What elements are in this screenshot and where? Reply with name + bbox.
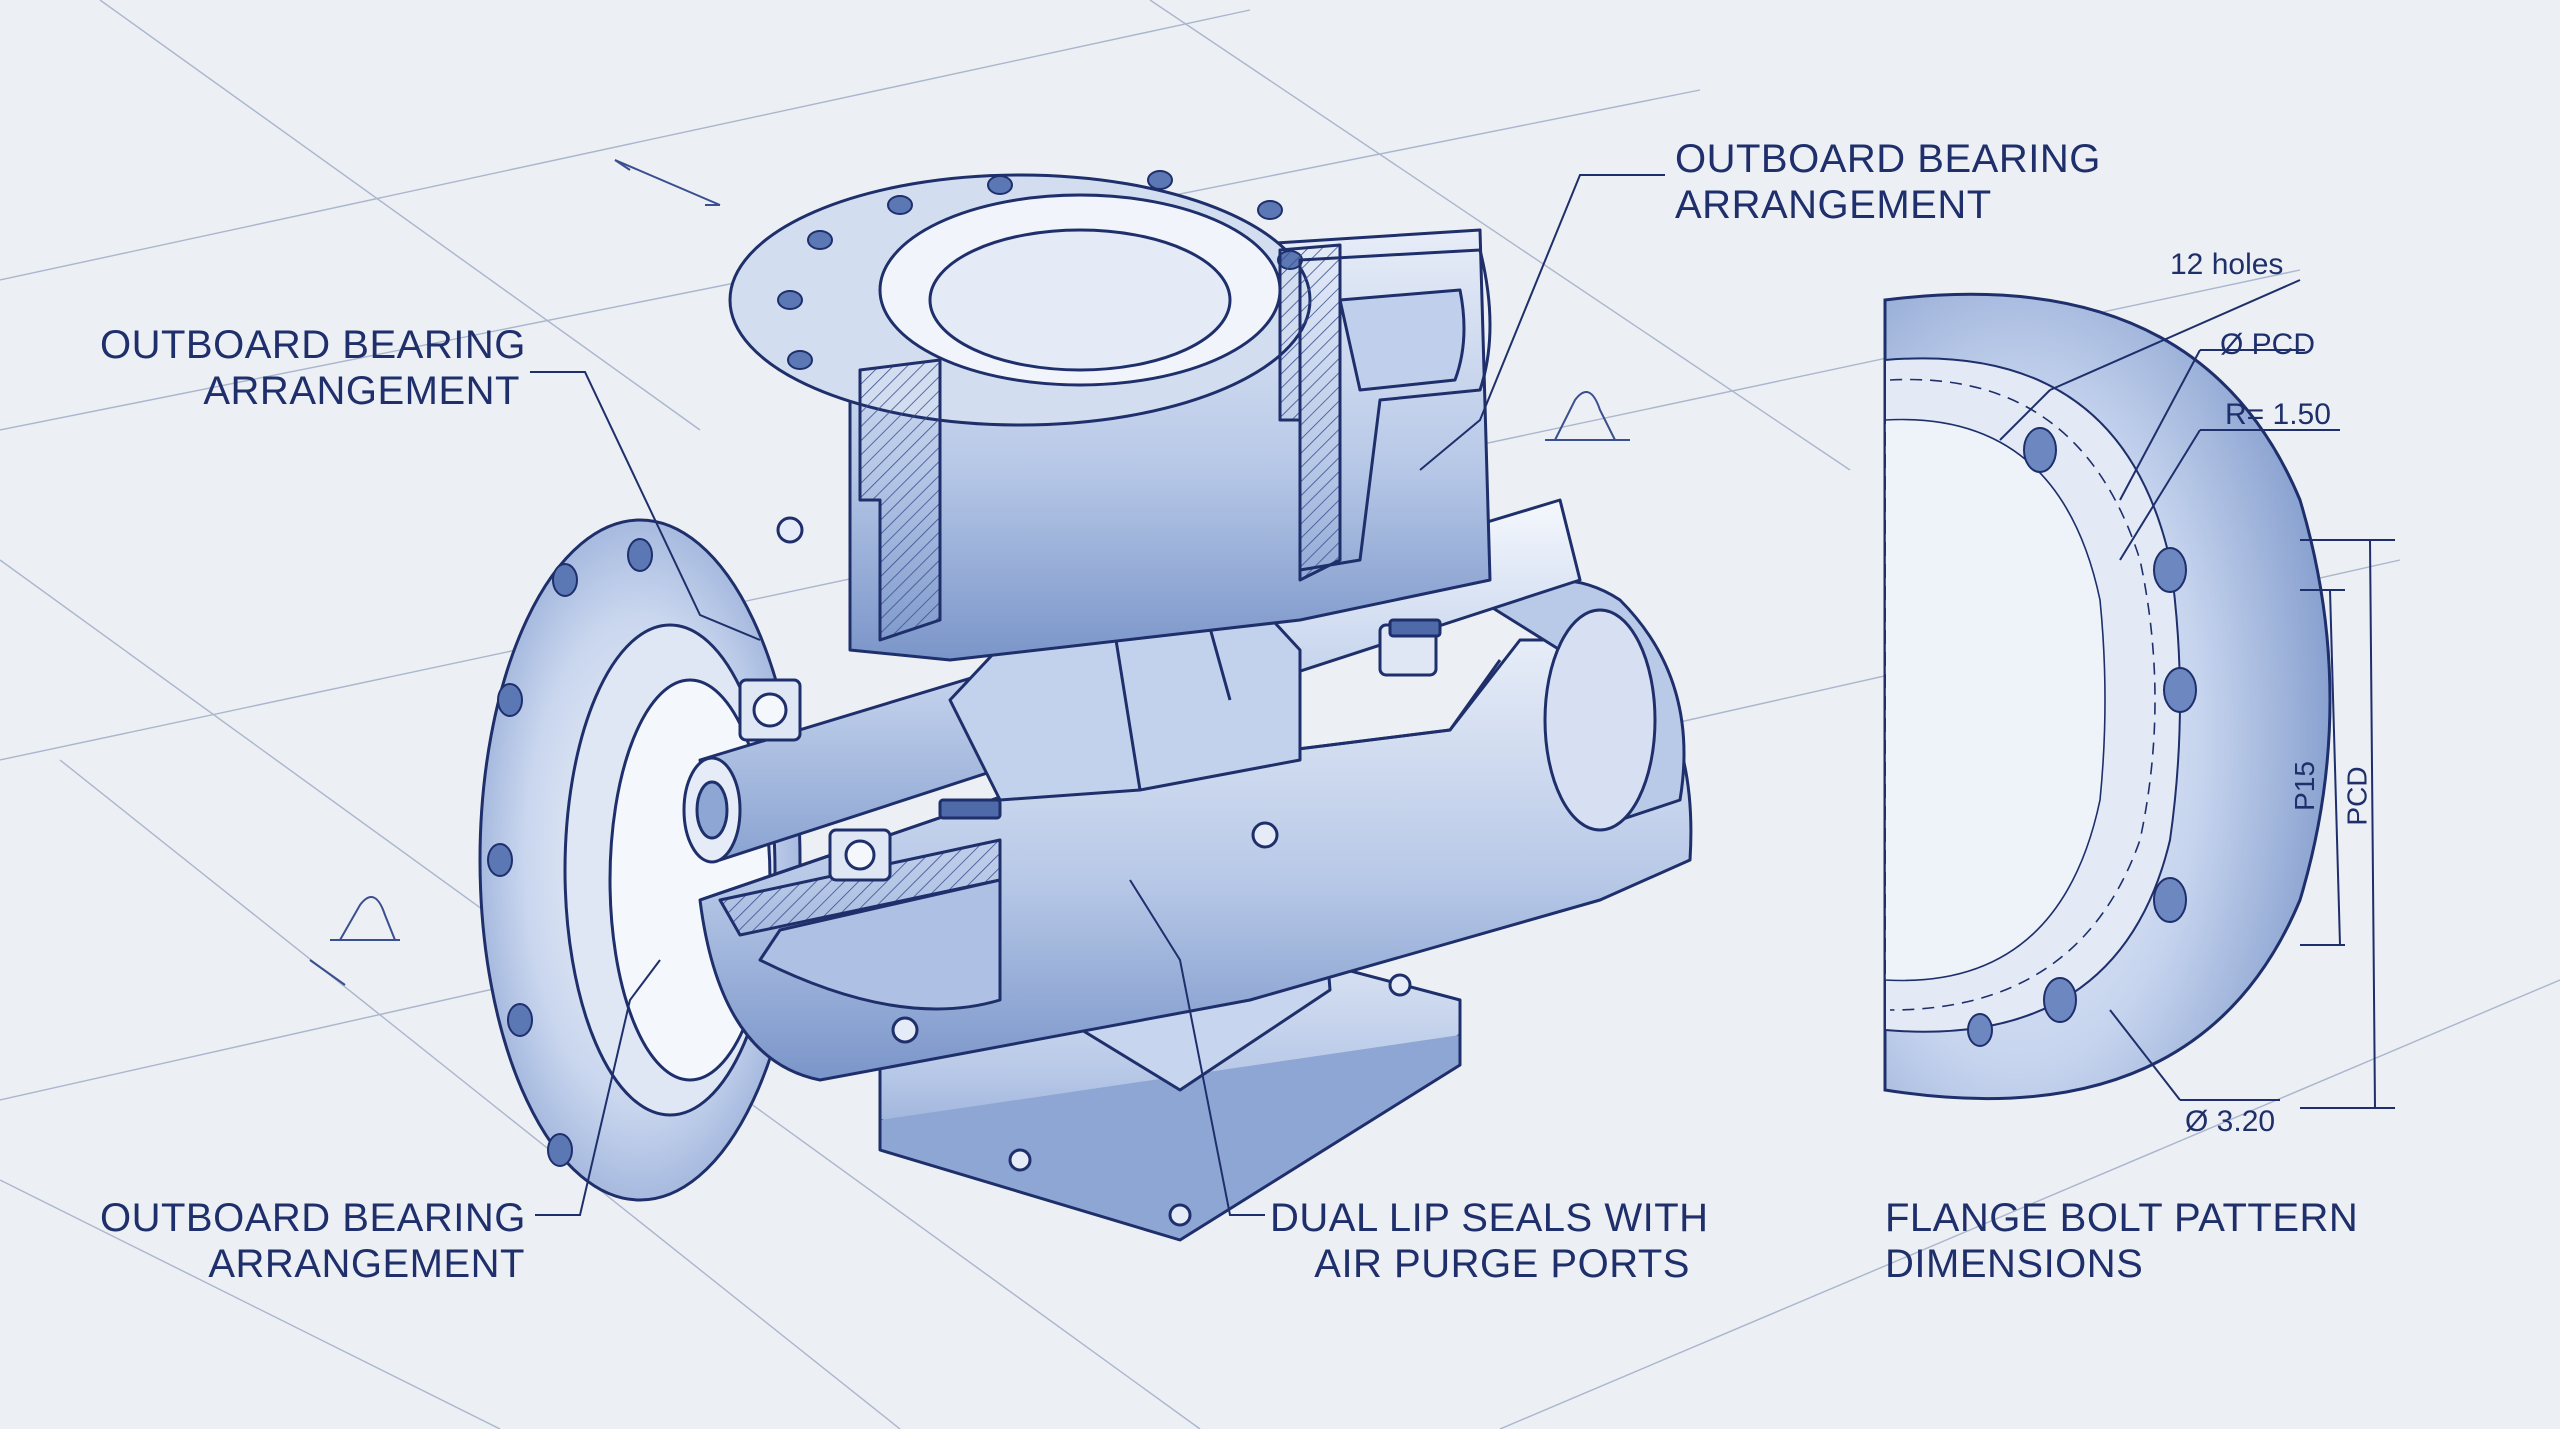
label-line: DIMENSIONS [1885,1242,2144,1286]
flange-detail-view [1883,292,2332,1101]
outer-housing-right [1298,248,1492,572]
dim-holes: 12 holes [2170,248,2284,281]
label-line: FLANGE BOLT PATTERN [1885,1196,2359,1240]
nozzle-cut-wall-right [1278,243,1342,582]
dim-pcd: PCD [2341,766,2373,826]
dim-p15: P15 [2288,761,2320,811]
nozzle-cut-wall-left [858,358,942,642]
tolerance-marks [309,159,1630,986]
label-line: ARRANGEMENT [1675,183,1992,227]
dim-radius: R= 1.50 [2225,398,2331,431]
label-leaders [530,174,1665,1216]
label-outboard-bearing-left-bottom: OUTBOARD BEARING ARRANGEMENT [100,1195,525,1287]
lip-seals [938,618,1442,820]
dim-pcd-diameter: Ø PCD [2220,328,2316,361]
label-flange-bolt-pattern: FLANGE BOLT PATTERN DIMENSIONS [1885,1195,2358,1287]
bearing-left [738,678,892,882]
label-line: AIR PURGE PORTS [1314,1242,1690,1286]
pump-assembly [478,170,1693,1242]
label-line: DUAL LIP SEALS WITH [1270,1196,1709,1240]
dim-hole-diameter: Ø 3.20 [2185,1105,2276,1138]
label-line: OUTBOARD BEARING [100,323,526,367]
label-outboard-bearing-left-top: OUTBOARD BEARING ARRANGEMENT [100,322,526,414]
dimension-lines [1999,279,2395,1109]
label-line: OUTBOARD BEARING [100,1196,526,1240]
label-line: OUTBOARD BEARING [1675,137,2101,181]
label-dual-lip-seals: DUAL LIP SEALS WITH AIR PURGE PORTS [1270,1195,1709,1287]
label-line: ARRANGEMENT [203,369,520,413]
label-outboard-bearing-top-center: OUTBOARD BEARING ARRANGEMENT [1675,136,2101,228]
flange-bolt-holes [1967,427,2197,1047]
label-line: ARRANGEMENT [208,1242,525,1286]
